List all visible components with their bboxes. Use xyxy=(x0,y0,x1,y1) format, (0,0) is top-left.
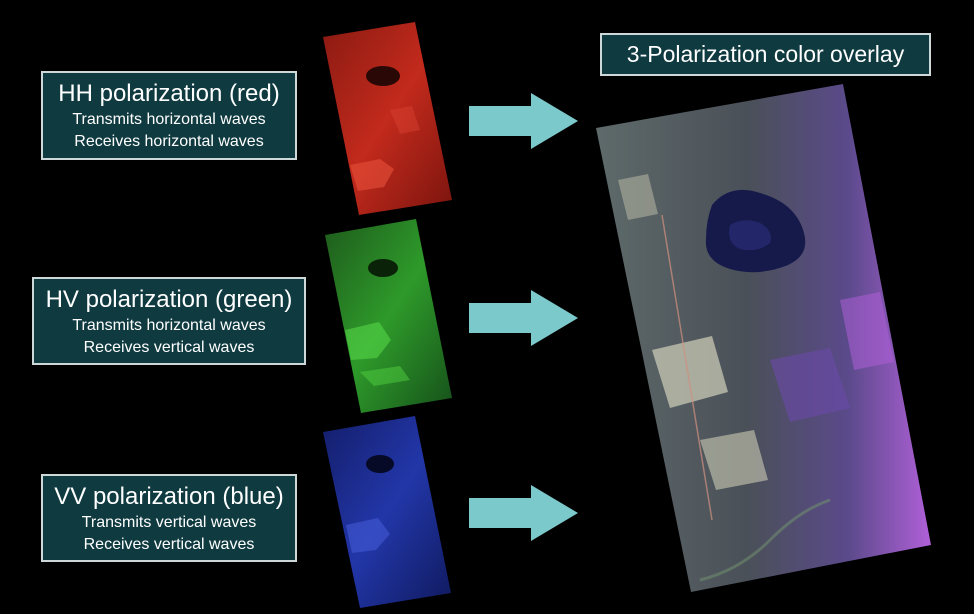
arrow-hv xyxy=(469,290,578,346)
hh-transmit: Transmits horizontal waves xyxy=(72,111,266,128)
vv-image xyxy=(323,416,451,608)
hv-label-box: HV polarization (green) Transmits horizo… xyxy=(32,277,306,365)
arrow-hh xyxy=(469,93,578,149)
vv-receive: Receives vertical waves xyxy=(83,536,255,553)
overlay-title: 3-Polarization color overlay xyxy=(600,33,931,76)
hv-image xyxy=(325,219,452,413)
overlay-image xyxy=(596,84,931,592)
hv-transmit: Transmits horizontal waves xyxy=(72,317,266,334)
hh-receive: Receives horizontal waves xyxy=(74,133,264,150)
hh-label-box: HH polarization (red) Transmits horizont… xyxy=(41,71,297,160)
vv-title: VV polarization (blue) xyxy=(54,483,284,510)
hv-receive: Receives vertical waves xyxy=(83,339,255,356)
hv-title: HV polarization (green) xyxy=(45,286,293,313)
arrow-vv xyxy=(469,485,578,541)
hh-title: HH polarization (red) xyxy=(58,80,280,107)
vv-transmit: Transmits vertical waves xyxy=(81,514,257,531)
hh-image xyxy=(323,22,452,215)
vv-label-box: VV polarization (blue) Transmits vertica… xyxy=(41,474,297,562)
